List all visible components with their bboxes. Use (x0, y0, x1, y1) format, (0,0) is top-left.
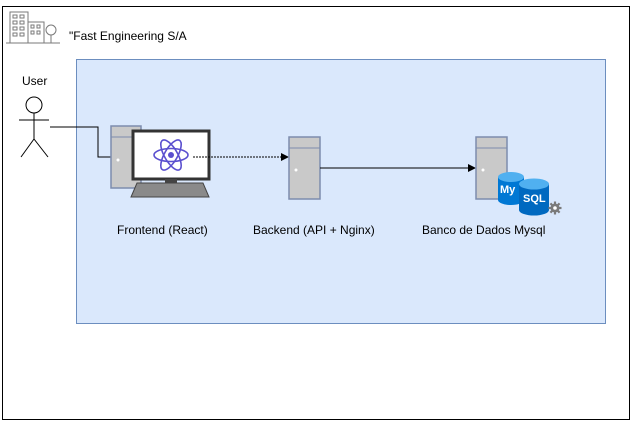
server-icon (288, 136, 321, 200)
backend-label: Backend (API + Nginx) (253, 223, 375, 237)
database-label: Banco de Dados Mysql (422, 223, 546, 237)
building-icon (6, 11, 60, 44)
user-label: User (22, 74, 48, 88)
svg-text:My: My (500, 184, 516, 196)
react-workstation-icon (110, 125, 211, 198)
frontend-label: Frontend (React) (117, 223, 208, 237)
company-label: "Fast Engineering S/A (69, 29, 187, 43)
user-actor-icon (19, 96, 49, 158)
svg-text:SQL: SQL (523, 193, 546, 205)
mysql-database-icon: My SQL (475, 136, 562, 216)
